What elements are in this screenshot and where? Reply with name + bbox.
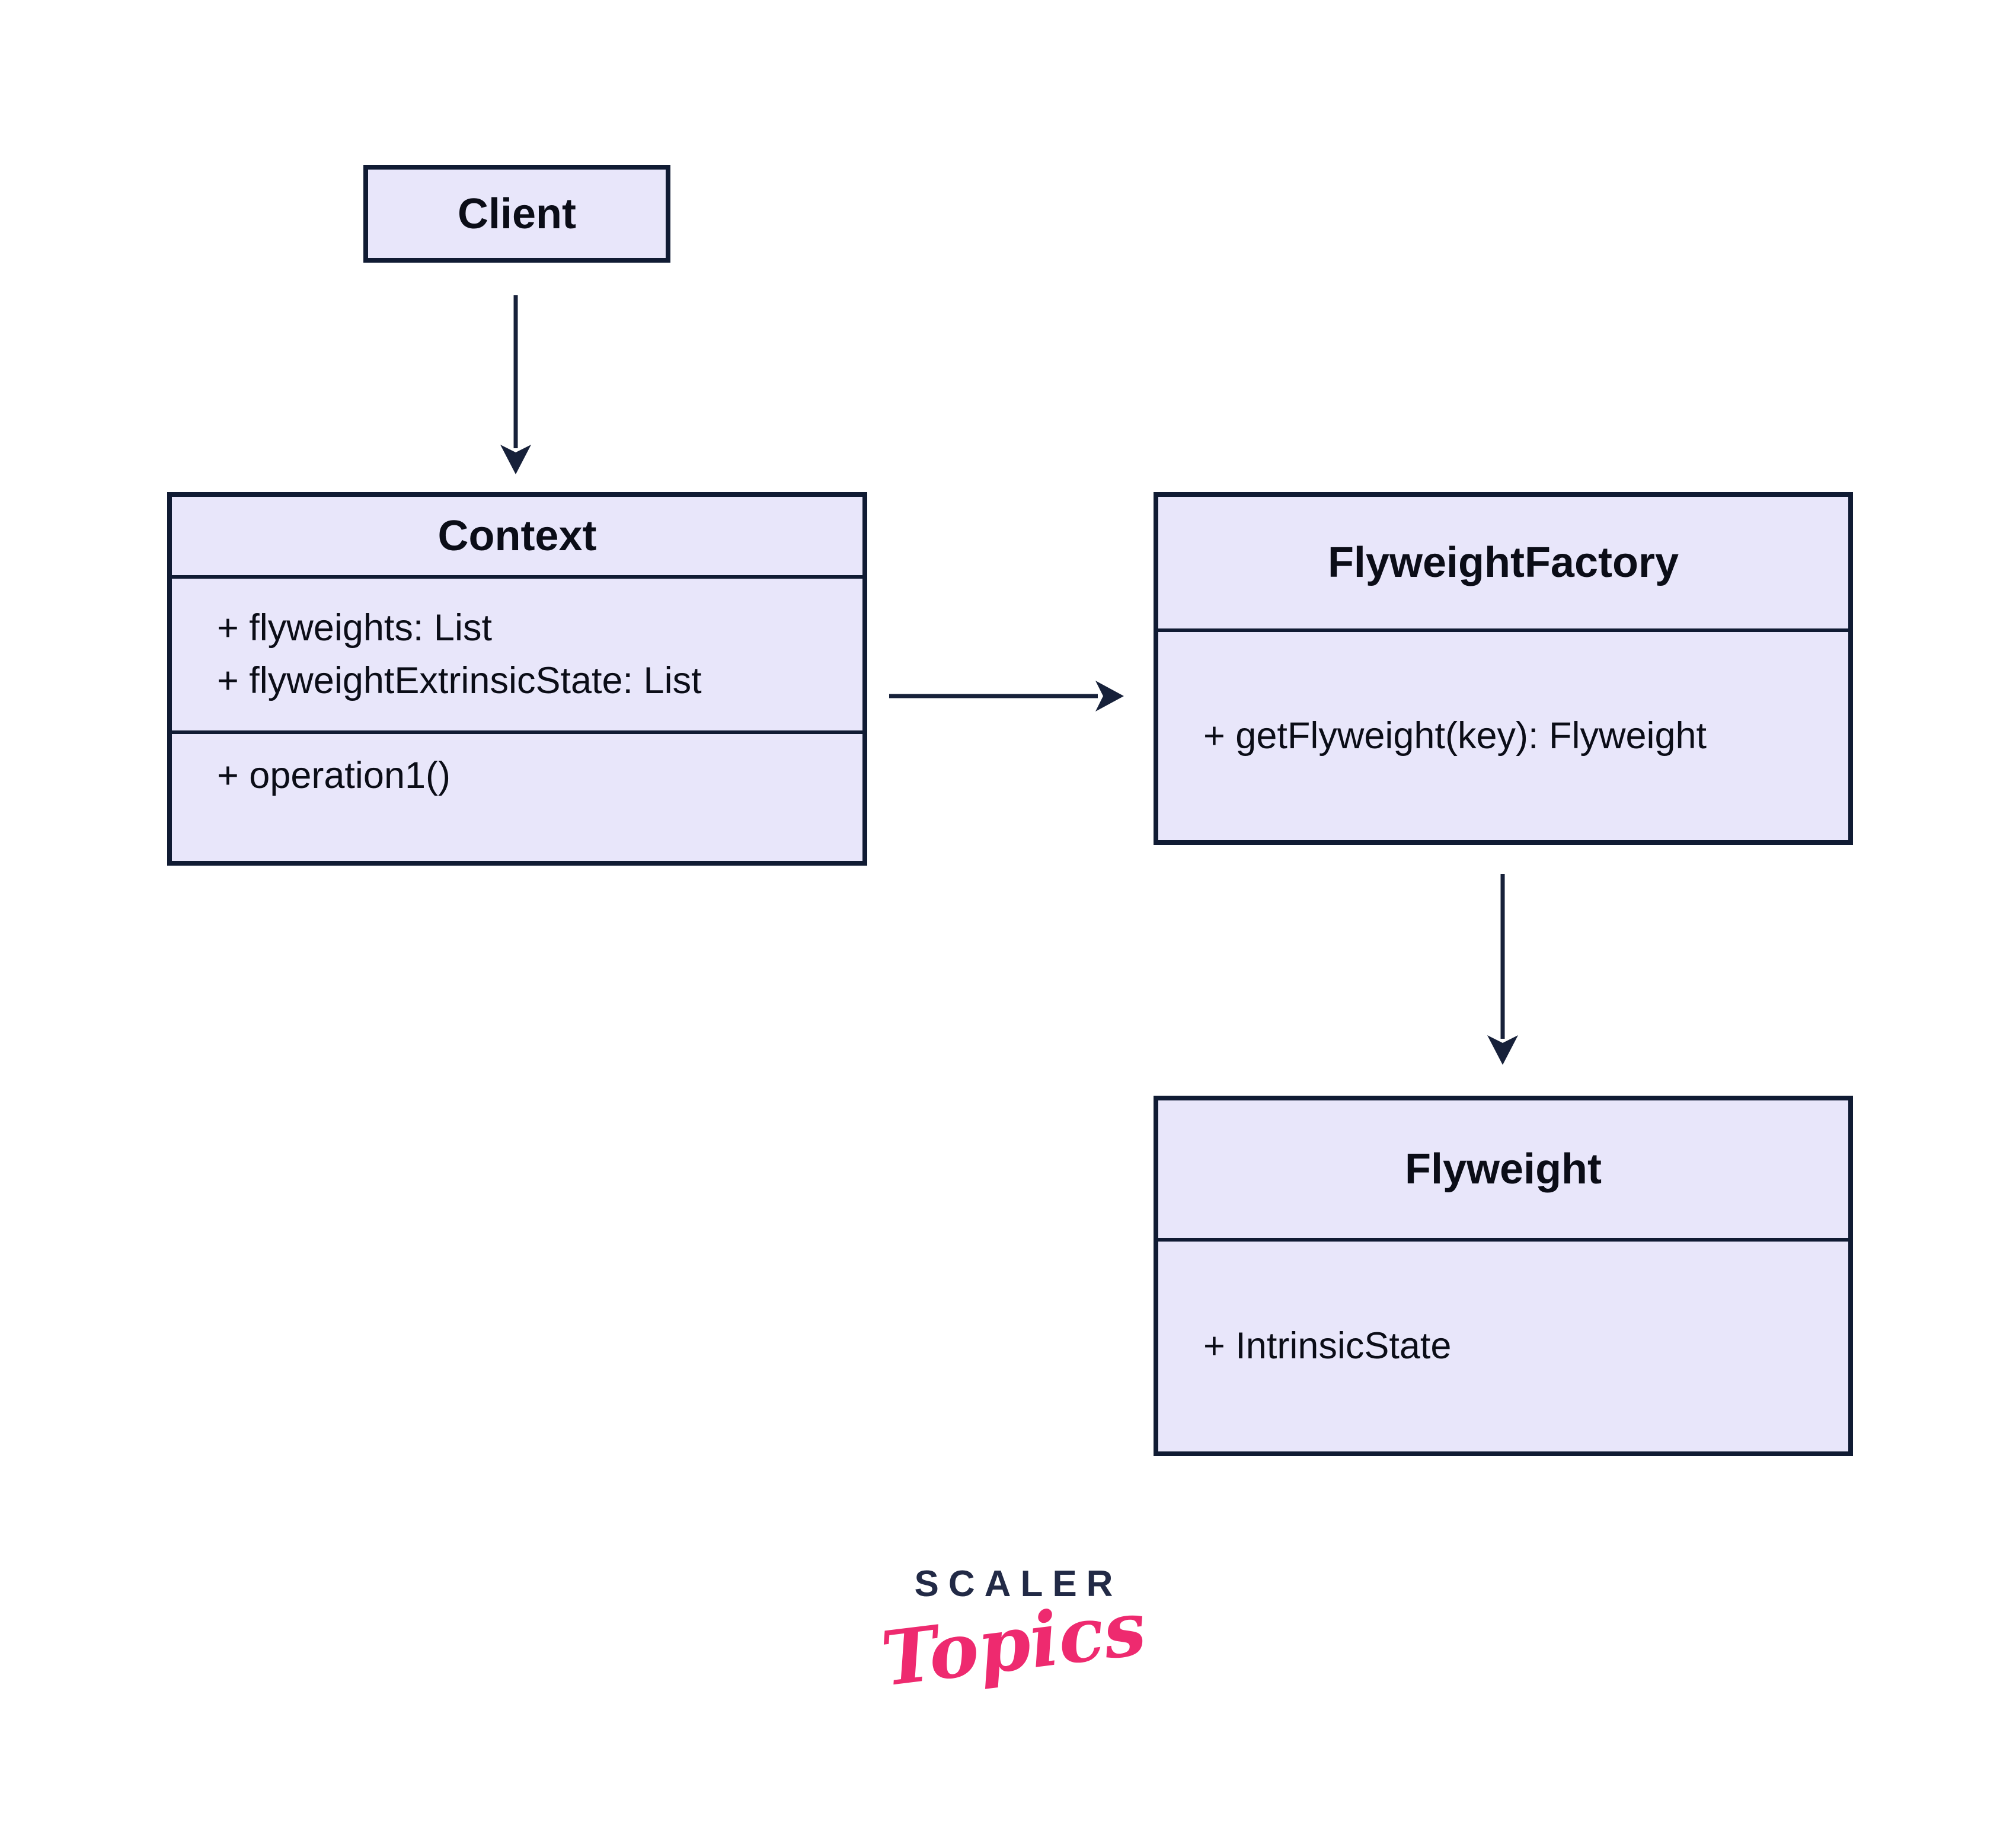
attribute-flyweights: + flyweights: List	[217, 607, 492, 649]
attribute-flyweight-extrinsic-state: + flyweightExtrinsicState: List	[217, 660, 702, 701]
scaler-topics-logo: SCALER Topics	[874, 1563, 1153, 1703]
attribute-intrinsic-state: + IntrinsicState	[1203, 1325, 1452, 1367]
class-box-client: Client	[363, 165, 670, 263]
class-box-context: Context + flyweights: List + flyweightEx…	[167, 492, 867, 866]
class-attributes-flyweight: + IntrinsicState	[1158, 1238, 1848, 1451]
class-title-flyweight: Flyweight	[1404, 1145, 1602, 1193]
arrow-context-to-flyweight-factory	[889, 681, 1124, 711]
class-box-flyweight: Flyweight + IntrinsicState	[1154, 1096, 1853, 1456]
class-title-context: Context	[437, 512, 597, 560]
class-attributes-context: + flyweights: List + flyweightExtrinsicS…	[172, 575, 862, 730]
class-title-client: Client	[457, 190, 576, 238]
class-title-flyweight-factory: FlyweightFactory	[1327, 539, 1679, 586]
method-operation1: + operation1()	[217, 755, 451, 796]
class-methods-context: + operation1()	[172, 730, 862, 861]
logo-brand-text: SCALER	[914, 1563, 1123, 1604]
logo-product-text: Topics	[877, 1584, 1151, 1703]
method-get-flyweight: + getFlyweight(key): Flyweight	[1203, 714, 1707, 757]
class-methods-flyweight-factory: + getFlyweight(key): Flyweight	[1158, 628, 1848, 840]
class-box-flyweight-factory: FlyweightFactory + getFlyweight(key): Fl…	[1154, 492, 1853, 845]
arrow-flyweight-factory-to-flyweight	[1487, 874, 1518, 1065]
arrow-client-to-context	[500, 295, 531, 474]
